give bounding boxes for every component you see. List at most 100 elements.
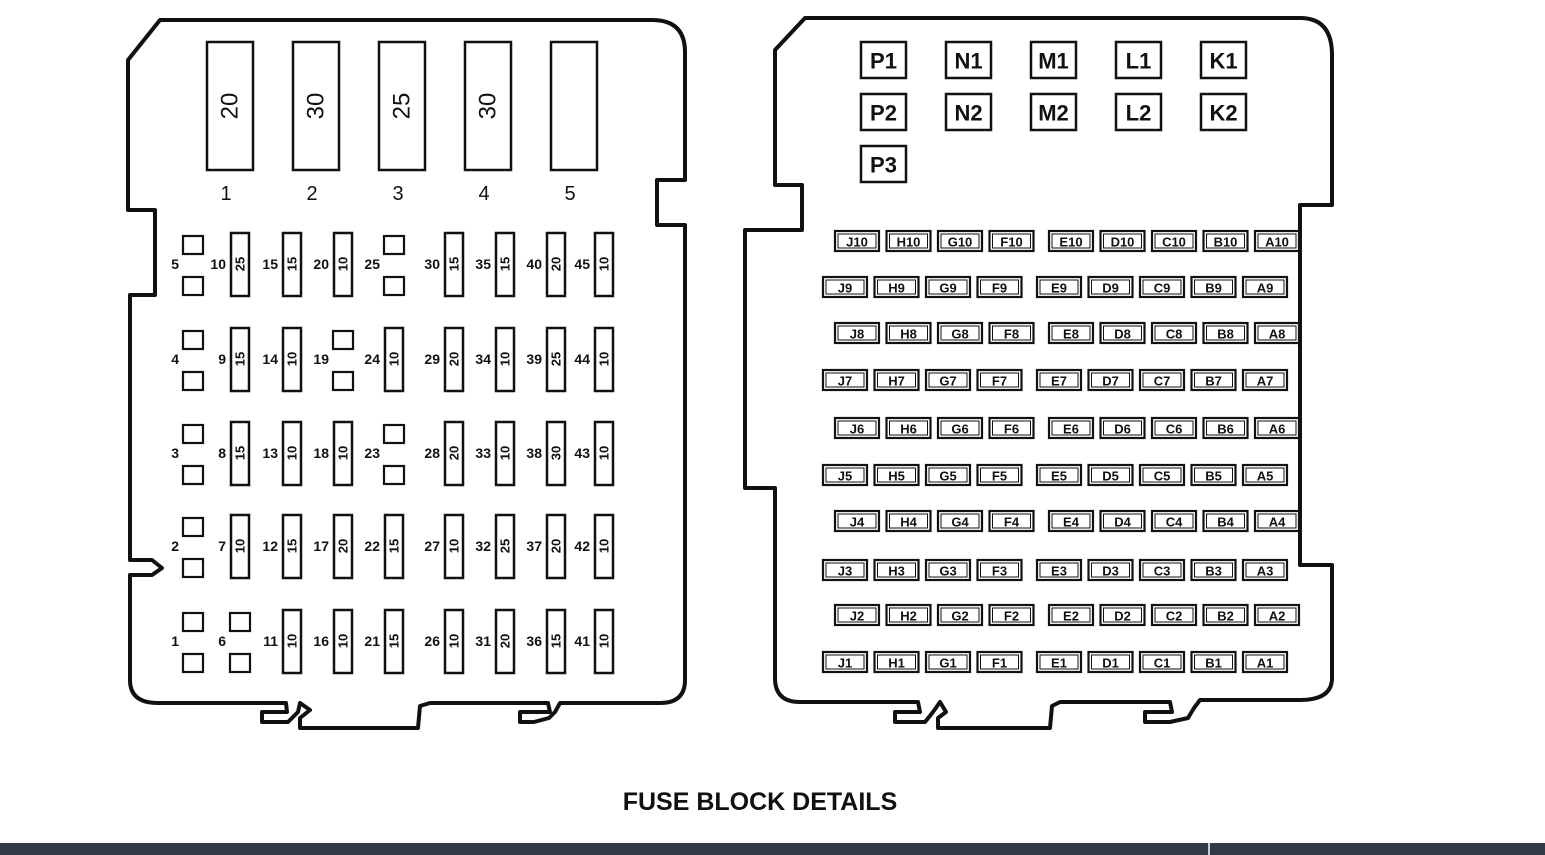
connector-inner-frame xyxy=(992,233,1031,249)
connector-H2 xyxy=(885,603,932,627)
fuse-position-label: 14 xyxy=(262,351,278,367)
connector-inner-frame xyxy=(980,467,1019,483)
mini-fuse-37 xyxy=(545,513,567,580)
connector-D10 xyxy=(1099,229,1146,253)
fuse-position-label: 28 xyxy=(424,445,440,461)
fuse-position-label: 16 xyxy=(313,633,329,649)
connector-J2 xyxy=(833,603,881,627)
connector-label: C7 xyxy=(1154,374,1171,389)
connector-label: A2 xyxy=(1269,609,1286,624)
fuse-position-label: 6 xyxy=(218,633,226,649)
connector-label: J5 xyxy=(838,469,852,484)
connector-label: E4 xyxy=(1063,515,1080,530)
connector-label: H2 xyxy=(900,609,917,624)
connector-inner-frame xyxy=(980,372,1019,388)
relay-label: L1 xyxy=(1126,49,1152,74)
connector-label: D3 xyxy=(1102,564,1119,579)
connector-inner-frame xyxy=(825,467,865,483)
connector-C7 xyxy=(1138,368,1186,392)
connector-G1 xyxy=(924,650,972,674)
empty-socket-25-lower xyxy=(382,275,406,297)
connector-inner-frame xyxy=(1257,233,1297,249)
connector-D7 xyxy=(1087,368,1134,392)
mini-fuse-31 xyxy=(494,608,516,675)
connector-C5 xyxy=(1138,463,1186,487)
connector-H9 xyxy=(873,275,920,299)
connector-A7 xyxy=(1241,368,1289,392)
connector-label: F9 xyxy=(992,281,1007,296)
fuse-position-label: 29 xyxy=(424,351,440,367)
connector-J1 xyxy=(821,650,869,674)
mini-fuse-20 xyxy=(332,231,354,298)
fuse-position-label: 2 xyxy=(171,538,179,554)
empty-socket-6-lower xyxy=(228,652,252,674)
connector-B2 xyxy=(1202,603,1249,627)
fuse-position-label: 8 xyxy=(218,445,226,461)
connector-C6 xyxy=(1150,416,1198,440)
relay-L2 xyxy=(1114,92,1163,132)
relay-M2 xyxy=(1029,92,1078,132)
connector-D2 xyxy=(1099,603,1146,627)
mini-fuse-rating: 15 xyxy=(387,539,402,553)
fuse-position-label: 30 xyxy=(424,256,440,272)
connector-label: B8 xyxy=(1217,327,1234,342)
connector-inner-frame xyxy=(1245,372,1285,388)
connector-label: D1 xyxy=(1102,656,1119,671)
mini-fuse-44 xyxy=(593,326,615,393)
connector-G6 xyxy=(936,416,984,440)
large-fuse-position: 3 xyxy=(392,183,403,205)
connector-label: G9 xyxy=(939,281,956,296)
connector-label: C10 xyxy=(1162,235,1186,250)
connector-label: G2 xyxy=(951,609,968,624)
mini-fuse-43 xyxy=(593,420,615,487)
mini-fuse-rating: 10 xyxy=(336,634,351,648)
connector-A6 xyxy=(1253,416,1301,440)
connector-inner-frame xyxy=(825,654,865,670)
connector-J9 xyxy=(821,275,869,299)
connector-inner-frame xyxy=(825,279,865,295)
fuse-position-label: 25 xyxy=(364,256,380,272)
fuse-position-label: 23 xyxy=(364,445,380,461)
connector-G10 xyxy=(936,229,984,253)
relay-label: P3 xyxy=(870,153,897,178)
connector-inner-frame xyxy=(1245,467,1285,483)
mini-fuse-42 xyxy=(593,513,615,580)
connector-label: B4 xyxy=(1217,515,1234,530)
connector-inner-frame xyxy=(1194,279,1233,295)
connector-inner-frame xyxy=(1206,607,1245,623)
empty-socket-3-upper xyxy=(181,423,205,445)
connector-label: F2 xyxy=(1004,609,1019,624)
connector-J8 xyxy=(833,321,881,345)
connector-inner-frame xyxy=(1245,279,1285,295)
fuse-position-label: 4 xyxy=(171,351,179,367)
empty-socket-23-upper xyxy=(382,423,406,445)
connector-E1 xyxy=(1035,650,1083,674)
mini-fuse-17 xyxy=(332,513,354,580)
connector-inner-frame xyxy=(1103,513,1142,529)
fuse-position-label: 38 xyxy=(526,445,542,461)
connector-G9 xyxy=(924,275,972,299)
fuse-position-label: 42 xyxy=(574,538,590,554)
fuse-position-label: 9 xyxy=(218,351,226,367)
empty-socket-25-upper xyxy=(382,234,406,256)
fuse-position-label: 13 xyxy=(262,445,278,461)
large-fuse-position: 2 xyxy=(306,183,317,205)
mini-fuse-14 xyxy=(281,326,303,393)
connector-inner-frame xyxy=(1142,467,1182,483)
connector-G4 xyxy=(936,509,984,533)
relay-K1 xyxy=(1199,40,1248,80)
connector-inner-frame xyxy=(1194,372,1233,388)
fuse-position-label: 35 xyxy=(475,256,491,272)
connector-label: F10 xyxy=(1000,235,1022,250)
connector-inner-frame xyxy=(992,607,1031,623)
connector-D8 xyxy=(1099,321,1146,345)
connector-label: J10 xyxy=(846,235,868,250)
connector-D3 xyxy=(1087,558,1134,582)
connector-B3 xyxy=(1190,558,1237,582)
empty-socket-6-upper xyxy=(228,611,252,633)
mini-fuse-30 xyxy=(443,231,465,298)
connector-inner-frame xyxy=(837,233,877,249)
connector-H5 xyxy=(873,463,920,487)
mini-fuse-rating: 10 xyxy=(498,352,513,366)
